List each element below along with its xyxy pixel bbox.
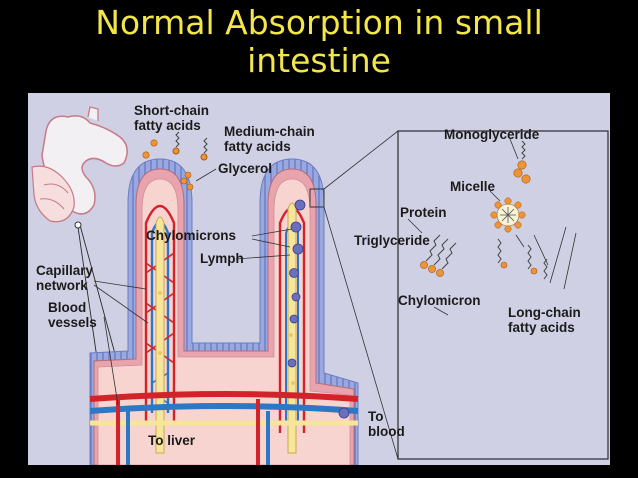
label-to-liver: To liver xyxy=(148,433,196,448)
long-chain-fatty-acid-molecules xyxy=(497,238,548,280)
leader-line xyxy=(489,190,501,202)
leader-line xyxy=(235,254,291,260)
label-blood-line2: vessels xyxy=(48,315,97,330)
label-long-chain-line2: fatty acids xyxy=(508,320,575,335)
label-medium-chain-line1: Medium-chain xyxy=(224,124,315,139)
leader-line xyxy=(103,316,119,406)
short-chain-fatty-acid-molecules xyxy=(142,139,158,159)
label-to-blood-line1: To xyxy=(368,409,384,424)
chylomicron-arrow xyxy=(433,306,449,316)
protein-leader xyxy=(407,218,423,234)
label-blood-vessels: Blood vessels xyxy=(48,300,97,330)
label-short-chain-line1: Short-chain xyxy=(134,103,209,118)
label-lymph: Lymph xyxy=(200,251,244,266)
label-micelle: Micelle xyxy=(450,179,496,194)
label-monoglyceride: Monoglyceride xyxy=(444,127,540,142)
label-short-chain-line2: fatty acids xyxy=(134,118,201,133)
glycerol-molecules xyxy=(180,171,194,191)
label-protein: Protein xyxy=(400,205,447,220)
medium-chain-fatty-acid-molecules xyxy=(172,131,208,161)
leader-line xyxy=(515,234,549,266)
leader-line xyxy=(251,228,293,248)
leader-line xyxy=(93,280,149,324)
intestine-diagram: Short-chain fatty acids Medium-chain fat… xyxy=(28,93,610,465)
triglyceride-molecules xyxy=(420,234,457,277)
label-long-chain-line1: Long-chain xyxy=(508,305,581,320)
lymph-droplets xyxy=(158,291,295,385)
label-long-chain: Long-chain fatty acids xyxy=(508,305,581,335)
label-chylomicron: Chylomicron xyxy=(398,293,481,308)
label-to-blood: To blood xyxy=(368,409,405,439)
label-capillary-network: Capillary network xyxy=(36,263,94,293)
label-medium-chain-line2: fatty acids xyxy=(224,139,291,154)
inset-panel xyxy=(397,130,609,460)
leader-line xyxy=(549,226,577,290)
zoom-point xyxy=(74,221,82,229)
leader-line xyxy=(509,138,519,160)
stomach-intestine-icon xyxy=(31,106,128,223)
monoglyceride-molecule xyxy=(513,140,531,184)
label-medium-chain: Medium-chain fatty acids xyxy=(224,124,315,154)
chylomicron-dots xyxy=(287,199,350,419)
micelle xyxy=(490,197,526,233)
label-chylomicrons: Chylomicrons xyxy=(146,228,236,243)
label-short-chain: Short-chain fatty acids xyxy=(134,103,209,133)
leader-line xyxy=(195,168,217,182)
label-blood-line1: Blood xyxy=(48,300,86,315)
slide-title: Normal Absorption in small intestine xyxy=(95,3,543,80)
submucosa-vessels xyxy=(89,391,359,465)
label-triglyceride: Triglyceride xyxy=(354,233,430,248)
label-capillary-line1: Capillary xyxy=(36,263,94,278)
label-to-blood-line2: blood xyxy=(368,424,405,439)
zoom-line xyxy=(323,130,399,460)
zoom-region xyxy=(309,188,325,208)
label-glycerol: Glycerol xyxy=(218,161,272,176)
label-capillary-line2: network xyxy=(36,278,88,293)
